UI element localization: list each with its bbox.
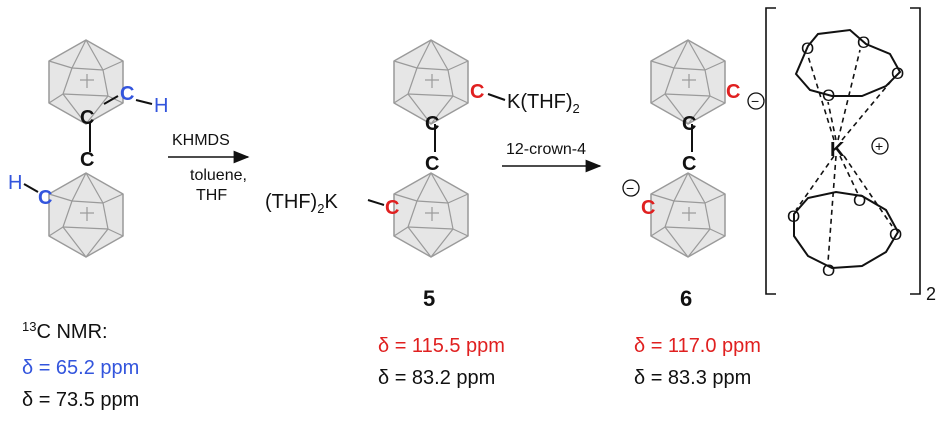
carbon-atom: C: [682, 153, 696, 175]
compound-6-label: 6: [680, 286, 692, 311]
minus-sign: −: [751, 93, 759, 109]
counterion-subscript: 2: [926, 284, 936, 304]
oxygen-atom: O: [787, 207, 800, 226]
nmr-isotope: 13: [22, 319, 36, 334]
coordination-bond: [807, 55, 835, 141]
lower-carborane-cage: [48, 172, 124, 258]
upper-carborane-cage: [650, 39, 726, 125]
carbon-atom: C: [425, 113, 439, 135]
carbon-atom: C: [80, 149, 94, 171]
coordination-bond: [839, 155, 859, 195]
k-thf-text: K(THF): [507, 91, 573, 113]
c-h-bond-lower: [23, 183, 39, 193]
lower-crown-ring: [793, 190, 900, 270]
oxygen-atom: O: [891, 64, 904, 83]
upper-carborane-cage: [393, 39, 469, 125]
nmr-label: 13C NMR:: [22, 319, 108, 343]
carbanion-carbon: C: [385, 197, 399, 219]
thf-text: (THF): [265, 191, 317, 213]
coordination-bond: [827, 101, 837, 141]
compound-5-molecule: C C C C K(THF)2 (THF)2K: [265, 39, 580, 258]
positive-charge-icon: [871, 137, 889, 155]
potassium-atom: K: [830, 139, 845, 161]
k-thf-lower: (THF)2K: [265, 191, 338, 216]
coordination-bond: [843, 155, 893, 227]
k-thf-upper: K(THF)2: [507, 91, 580, 116]
c-k-bond: [487, 93, 506, 101]
thf-subscript: 2: [317, 201, 324, 216]
c-k-bond-lower: [367, 199, 385, 206]
coordination-bond: [837, 49, 861, 141]
potassium-crown-cation: 2 O O O O O O O O K +: [765, 7, 936, 304]
k-text: K: [324, 191, 338, 213]
reactant-molecule: C C C H C H: [8, 39, 168, 258]
lower-carborane-cage: [650, 172, 726, 258]
coordination-bond: [795, 155, 835, 211]
hydrogen-atom: H: [154, 95, 168, 117]
oxygen-atom: O: [853, 191, 866, 210]
oxygen-atom: O: [822, 86, 835, 105]
reagent-khmds: KHMDS: [172, 132, 230, 149]
reactant-shift-black: δ = 73.5 ppm: [22, 389, 139, 411]
c-h-bond: [135, 99, 153, 105]
carbon-atom: C: [682, 113, 696, 135]
hydrogen-atom: H: [8, 172, 22, 194]
compound-5-shift-red: δ = 115.5 ppm: [378, 335, 505, 357]
oxygen-atom: O: [857, 33, 870, 52]
compound-6-shift-red: δ = 117.0 ppm: [634, 335, 761, 357]
negative-charge-icon: [622, 179, 640, 197]
upper-crown-ring: [794, 28, 902, 97]
carbanion-carbon: C: [641, 197, 655, 219]
oxygen-atom: O: [889, 225, 902, 244]
solvent-thf: THF: [196, 187, 227, 204]
carbon-atom: C: [80, 107, 94, 129]
compound-5-label: 5: [423, 286, 435, 311]
right-bracket: [910, 7, 921, 295]
oxygen-atom: O: [801, 39, 814, 58]
reactant-shift-blue: δ = 65.2 ppm: [22, 357, 139, 379]
c-c-cage-bond: [103, 95, 119, 105]
left-bracket: [765, 7, 776, 295]
coordination-bond: [827, 155, 837, 263]
minus-sign: −: [626, 180, 634, 196]
carbanion-carbon: C: [470, 81, 484, 103]
compound-6-shift-black: δ = 83.3 ppm: [634, 367, 751, 389]
lower-carborane-cage: [393, 172, 469, 258]
compound-6-molecule: C C C C − −: [622, 39, 765, 258]
carbon-atom: C: [425, 153, 439, 175]
negative-charge-icon: [747, 92, 765, 110]
carbanion-carbon: C: [726, 81, 740, 103]
carbon-atom-ch: C: [120, 83, 134, 105]
reagent-crown: 12-crown-4: [506, 141, 586, 158]
k-thf-subscript: 2: [573, 101, 580, 116]
oxygen-atom: O: [822, 261, 835, 280]
nmr-text: C NMR:: [36, 321, 107, 343]
coordination-bond: [841, 79, 893, 141]
carbon-atom-ch: C: [38, 187, 52, 209]
compound-5-shift-black: δ = 83.2 ppm: [378, 367, 495, 389]
plus-sign: +: [875, 138, 883, 154]
solvent-toluene: toluene,: [190, 167, 247, 184]
